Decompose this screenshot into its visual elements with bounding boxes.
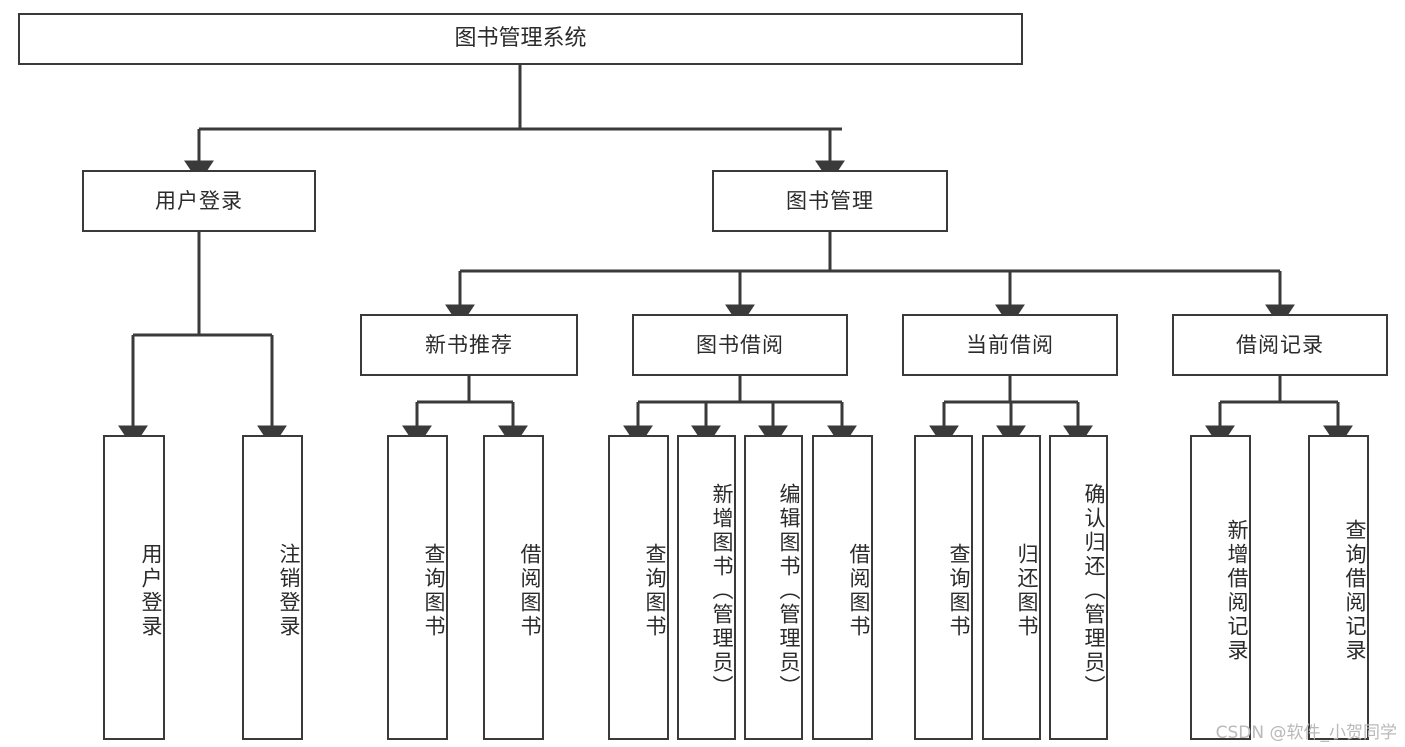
node-new-book-recommend[interactable]: 新书推荐 — [360, 314, 578, 376]
leaf-borrow-book[interactable]: 借阅图书 — [812, 435, 873, 740]
leaf-logout[interactable]: 注销登录 — [242, 435, 303, 740]
node-book-borrow[interactable]: 图书借阅 — [632, 314, 848, 376]
node-label: 借阅记录 — [1236, 332, 1324, 357]
leaf-add-book-admin[interactable]: 新增图书（管理员） — [677, 435, 736, 740]
node-book-management[interactable]: 图书管理 — [712, 170, 948, 232]
node-label: 借阅图书 — [518, 542, 542, 639]
node-label: 图书借阅 — [696, 332, 784, 357]
leaf-confirm-return-admin[interactable]: 确认归还（管理员） — [1049, 435, 1108, 740]
node-borrow-records[interactable]: 借阅记录 — [1172, 314, 1388, 376]
node-label: 确认归还（管理员） — [1082, 482, 1106, 699]
leaf-edit-book-admin[interactable]: 编辑图书（管理员） — [744, 435, 803, 740]
leaf-query-book-recommend[interactable]: 查询图书 — [387, 435, 448, 740]
node-label: 用户登录 — [155, 188, 243, 213]
node-label: 查询借阅记录 — [1343, 518, 1367, 663]
csdn-watermark: CSDN @软件_小贺同学 — [1215, 723, 1397, 743]
node-label: 新增借阅记录 — [1225, 518, 1249, 663]
leaf-return-book[interactable]: 归还图书 — [982, 435, 1041, 740]
node-label: 新增图书（管理员） — [710, 482, 734, 699]
leaf-add-borrow-record[interactable]: 新增借阅记录 — [1190, 435, 1251, 740]
node-root-system[interactable]: 图书管理系统 — [18, 13, 1023, 65]
node-label: 新书推荐 — [425, 332, 513, 357]
node-label: 图书管理系统 — [454, 26, 587, 52]
node-label: 注销登录 — [277, 542, 301, 639]
node-label: 归还图书 — [1015, 542, 1039, 639]
node-current-borrow[interactable]: 当前借阅 — [902, 314, 1118, 376]
node-user-login[interactable]: 用户登录 — [82, 170, 316, 232]
leaf-user-login[interactable]: 用户登录 — [103, 435, 165, 740]
node-label: 图书管理 — [786, 188, 874, 213]
node-label: 查询图书 — [422, 542, 446, 639]
node-label: 借阅图书 — [847, 542, 871, 639]
node-label: 查询图书 — [947, 542, 971, 639]
leaf-query-book-current[interactable]: 查询图书 — [914, 435, 973, 740]
leaf-borrow-book-recommend[interactable]: 借阅图书 — [483, 435, 544, 740]
leaf-query-book-borrow[interactable]: 查询图书 — [608, 435, 669, 740]
leaf-query-borrow-record[interactable]: 查询借阅记录 — [1308, 435, 1369, 740]
node-label: 编辑图书（管理员） — [777, 482, 801, 699]
node-label: 当前借阅 — [966, 332, 1054, 357]
node-label: 查询图书 — [643, 542, 667, 639]
node-label: 用户登录 — [139, 542, 163, 639]
